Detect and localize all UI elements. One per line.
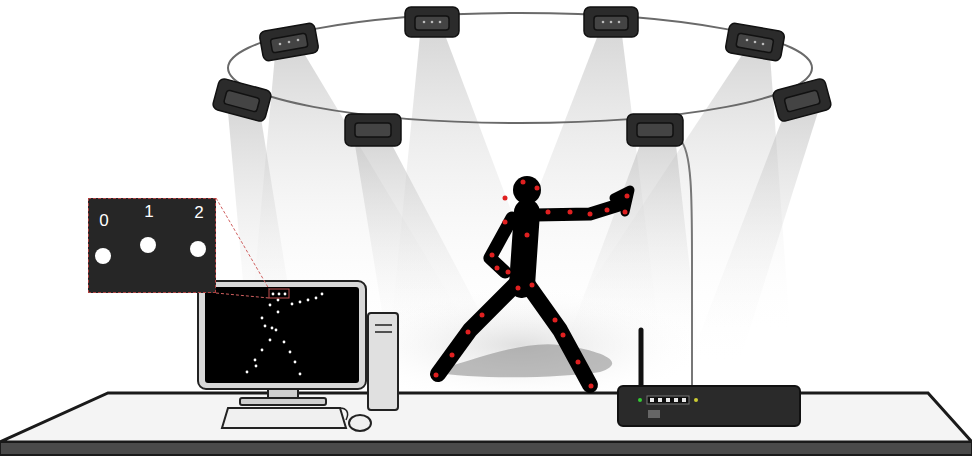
monitor: [198, 281, 366, 389]
zoom-leader: [216, 198, 269, 289]
cameras: [212, 7, 832, 146]
marker-index: 0: [99, 212, 108, 229]
zoom-inset: 0 1 2: [88, 198, 216, 293]
screen-points: [246, 293, 324, 376]
camera-ring: [228, 13, 812, 123]
camera-leds: [279, 21, 765, 46]
router-antenna: [639, 330, 644, 390]
person-silhouette: [438, 190, 630, 385]
router: [618, 386, 800, 426]
monitor-screen: [205, 287, 359, 383]
table-front: [0, 442, 972, 455]
table-top: [0, 393, 972, 442]
mouse: [349, 415, 371, 431]
camera-cable: [680, 140, 692, 392]
marker-index: 2: [194, 204, 203, 221]
pc-tower: [368, 313, 398, 410]
person-head: [513, 176, 541, 204]
marker-index: 1: [144, 203, 153, 220]
zoom-leader: [216, 293, 269, 298]
keyboard: [222, 408, 346, 428]
markers: [434, 180, 630, 389]
